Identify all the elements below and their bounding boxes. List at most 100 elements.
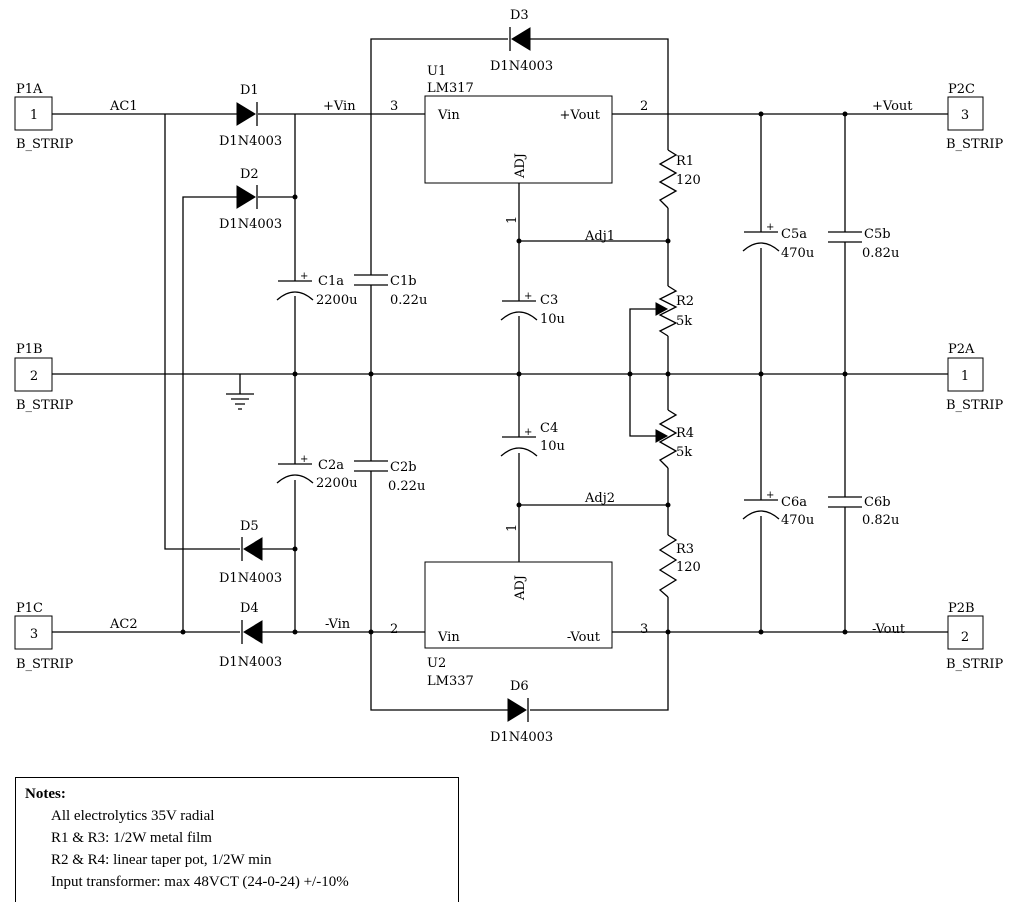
capacitor-c1b-value: 0.22u [390,293,427,308]
capacitor-c4-ref: C4 [540,421,558,436]
regulator-u1-pin-out: +Vout [559,108,600,123]
connector-p2c: P2C 3 B_STRIP [946,82,1004,152]
diode-d3: D3 D1N4003 [490,8,553,74]
resistor-r4-value: 5k [676,445,692,460]
connector-p1c-pin: 3 [30,627,38,642]
svg-text:+: + [524,427,532,438]
net-label-ac2: AC2 [109,617,138,632]
capacitor-c2b-value: 0.22u [388,479,425,494]
capacitor-c5b-value: 0.82u [862,246,899,261]
resistor-r3-ref: R3 [676,542,694,557]
resistor-r2-ref: R2 [676,294,694,309]
notes-line-3: R2 & R4: linear taper pot, 1/2W min [51,852,272,868]
capacitor-c5a-ref: C5a [781,227,807,242]
capacitor-c1b-ref: C1b [390,274,417,289]
connector-p2b-pin: 2 [961,630,969,645]
connector-p2b-type: B_STRIP [946,657,1004,672]
connector-p2b-ref: P2B [948,601,975,616]
diode-d1-part: D1N4003 [219,134,282,149]
regulator-u1: U1 LM317 Vin +Vout ADJ 3 2 1 [390,64,648,224]
capacitor-c2b-ref: C2b [390,460,417,475]
net-label-vout-pos: +Vout [872,99,913,114]
capacitor-c3-value: 10u [540,312,565,327]
diode-d4-part: D1N4003 [219,655,282,670]
connector-p1b: P1B 2 B_STRIP [14,342,74,413]
resistor-r2-value: 5k [676,314,692,329]
capacitor-c2b: C2b 0.22u [354,460,425,494]
resistor-r1: R1 120 [658,149,701,209]
diode-d3-ref: D3 [510,8,529,23]
wires [52,38,948,711]
diode-d1: D1 D1N4003 [219,83,282,149]
notes-line-1: All electrolytics 35V radial [51,808,215,824]
connector-p2c-pin: 3 [961,108,969,123]
regulator-u1-in-num: 3 [390,99,398,114]
connector-p2a-ref: P2A [948,342,975,357]
capacitor-c2a: + C2a 2200u [276,454,357,491]
regulator-u1-ref: U1 [427,64,446,79]
regulator-u2-out-num: 3 [640,622,648,637]
notes-title: Notes: [25,786,66,802]
net-label-ac1: AC1 [109,99,138,114]
regulator-u2-part: LM337 [427,674,474,689]
regulator-u1-part: LM317 [427,81,474,96]
capacitor-c6a-ref: C6a [781,495,807,510]
svg-text:+: + [766,490,774,501]
diode-d3-part: D1N4003 [490,59,553,74]
capacitor-c3-ref: C3 [540,293,558,308]
capacitor-c4-value: 10u [540,439,565,454]
notes-box: Notes: All electrolytics 35V radial R1 &… [15,777,459,902]
diode-d4: D4 D1N4003 [219,601,282,670]
capacitor-c5b: C5b 0.82u [828,227,899,261]
svg-text:+: + [300,454,308,465]
regulator-u2: U2 LM337 Vin -Vout ADJ 2 3 1 [390,524,648,689]
regulator-u2-in-num: 2 [390,622,398,637]
connector-p1b-type: B_STRIP [16,398,74,413]
diode-d2-ref: D2 [240,167,259,182]
resistor-r4-ref: R4 [676,426,694,441]
capacitor-c2a-ref: C2a [318,458,344,473]
diode-d5: D5 D1N4003 [219,519,282,586]
capacitor-c1b: C1b 0.22u [354,274,427,308]
resistor-r4-pot: R4 5k [655,409,694,469]
regulator-u1-pin-in: Vin [437,108,460,123]
ground-symbol [226,393,254,410]
junction-dots [180,111,848,635]
capacitor-c6b-value: 0.82u [862,513,899,528]
resistor-r2-pot: R2 5k [655,285,694,337]
connector-p2c-ref: P2C [948,82,975,97]
connector-p1b-pin: 2 [30,369,38,384]
connector-p1a: P1A 1 B_STRIP [14,82,74,152]
regulator-u2-pin-adj: ADJ [513,575,528,601]
regulator-u1-adj-num: 1 [505,216,520,224]
connector-p1c-ref: P1C [16,601,43,616]
capacitor-c1a-ref: C1a [318,274,344,289]
capacitor-c6a: + C6a 470u [742,490,814,528]
capacitor-c4: + C4 10u [500,421,565,457]
regulator-u2-pin-out: -Vout [567,630,601,645]
connector-p1b-ref: P1B [16,342,43,357]
capacitor-c6b: C6b 0.82u [828,495,899,528]
resistor-r1-ref: R1 [676,154,694,169]
svg-text:+: + [300,271,308,282]
capacitor-c5a-value: 470u [781,246,814,261]
connector-p2a-pin: 1 [961,369,969,384]
capacitor-c1a-value: 2200u [316,293,357,308]
svg-text:+: + [766,222,774,233]
resistor-r1-value: 120 [676,173,701,188]
connector-p2a: P2A 1 B_STRIP [946,342,1004,413]
net-label-vout-neg: -Vout [872,622,906,637]
diode-d1-ref: D1 [240,83,259,98]
capacitor-c6b-ref: C6b [864,495,891,510]
capacitor-c1a: + C1a 2200u [276,271,357,308]
connector-p1c-type: B_STRIP [16,657,74,672]
connector-p1a-type: B_STRIP [16,137,74,152]
diode-d6: D6 D1N4003 [490,679,553,745]
capacitor-c2a-value: 2200u [316,476,357,491]
diode-d4-ref: D4 [240,601,259,616]
diode-d2: D2 D1N4003 [219,167,282,232]
regulator-u2-pin-in: Vin [437,630,460,645]
resistor-r3: R3 120 [658,534,701,598]
capacitor-c3: + C3 10u [500,291,565,327]
connector-p1a-ref: P1A [16,82,43,97]
